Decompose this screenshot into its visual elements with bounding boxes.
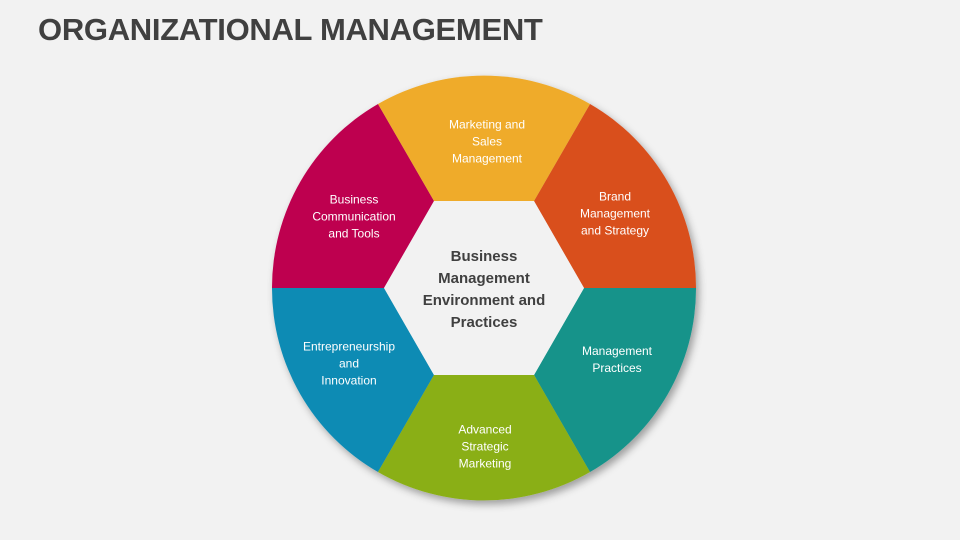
segment-label-management-practices: Management Practices — [581, 344, 653, 375]
segment-label-marketing-sales: Marketing and Sales Management — [448, 117, 526, 166]
segment-label-advanced-strategic-marketing: Advanced Strategic Marketing — [458, 422, 512, 471]
segment-entrepreneurship[interactable] — [271, 288, 434, 472]
segment-label-brand-management: Brand Management and Strategy — [579, 189, 651, 238]
segment-management-practices[interactable] — [534, 288, 697, 472]
center-hexagon — [384, 201, 584, 375]
segment-label-business-communication: Business Communication and Tools — [312, 192, 396, 241]
segment-business-communication[interactable] — [271, 104, 434, 288]
segment-advanced-strategic-marketing[interactable] — [378, 375, 590, 501]
segment-label-entrepreneurship: Entrepreneurship and Innovation — [302, 339, 396, 388]
segment-brand-management[interactable] — [534, 104, 697, 288]
page-title: ORGANIZATIONAL MANAGEMENT — [38, 12, 543, 47]
segment-marketing-sales[interactable] — [378, 75, 590, 201]
center-label: Business Management Environment and Prac… — [422, 248, 546, 331]
